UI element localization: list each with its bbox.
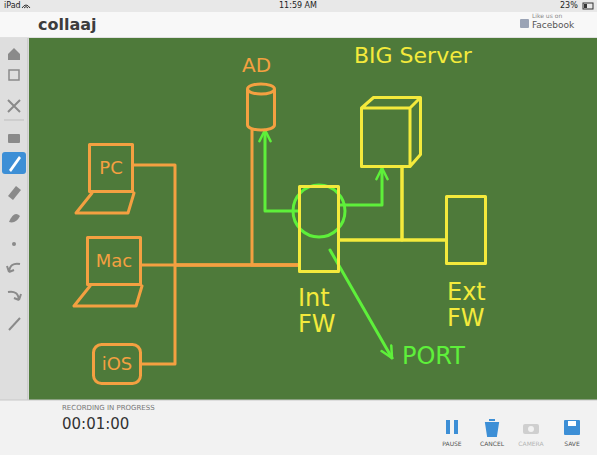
- app-header: [0, 12, 597, 38]
- connector: [402, 168, 445, 240]
- laptop-box: PC: [88, 143, 134, 193]
- connector: [134, 165, 298, 265]
- pause-icon: [446, 420, 450, 434]
- node-label: iOS: [102, 354, 133, 374]
- save-icon: [564, 420, 580, 435]
- outline: [248, 84, 275, 130]
- node-label: AD: [242, 54, 271, 76]
- save-icon-label: [568, 421, 576, 426]
- node-label: Ext FW: [447, 279, 486, 332]
- status-bar: [0, 0, 597, 12]
- grid-icon: [9, 70, 19, 80]
- clear-icon: [9, 318, 20, 330]
- tool-bar: [0, 38, 28, 400]
- status-time: 11:59 AM: [279, 2, 317, 11]
- node-label: PC: [99, 158, 122, 178]
- node-label: BIG Server: [354, 44, 472, 68]
- rect-outline: [445, 195, 487, 265]
- cancel-icon: [486, 420, 498, 436]
- firewall-box: Ext FW: [445, 195, 487, 265]
- server-cube: BIG Server: [360, 96, 422, 168]
- tool-icons: [2, 48, 26, 330]
- camera-icon: [523, 424, 539, 434]
- eraser-icon: [8, 186, 21, 200]
- tools-icon: [8, 100, 20, 112]
- node-label: Mac: [96, 251, 132, 271]
- tool-bar-border: [28, 38, 29, 400]
- pause-icon: [454, 420, 458, 434]
- firewall-box: Int FW: [298, 185, 340, 273]
- rect-outline: [298, 185, 340, 273]
- redo-icon: [8, 292, 21, 300]
- recording-timer: 00:01:00: [62, 416, 129, 433]
- pen-icon: [9, 156, 21, 172]
- separator: [4, 120, 24, 121]
- connector: [252, 130, 298, 265]
- record-buttons: [446, 420, 580, 436]
- port-label: PORT: [402, 343, 465, 369]
- laptop-box: Mac: [86, 236, 142, 286]
- brush-icon: [9, 214, 20, 222]
- database-cylinder: AD: [246, 84, 276, 130]
- undo-icon: [7, 264, 20, 272]
- status-battery: 23%: [560, 2, 578, 11]
- button-label: SAVE: [564, 441, 580, 448]
- camera-lens: [528, 426, 534, 432]
- pen-selected: [2, 152, 26, 174]
- camera-icon: [8, 134, 20, 143]
- connector: [340, 168, 402, 240]
- outline: [447, 197, 486, 264]
- battery-level: [584, 4, 587, 8]
- like-caption: Like us on: [532, 13, 562, 20]
- bottom-bar: [0, 400, 597, 455]
- cube-outline: [360, 96, 422, 168]
- facebook-icon: [520, 19, 529, 28]
- dot-icon: [12, 242, 16, 246]
- like-link: Facebook: [532, 21, 574, 31]
- outline: [300, 187, 339, 272]
- device-box: iOS: [92, 343, 142, 385]
- app-logo: collaaj: [38, 16, 97, 34]
- bottom-bar-border: [0, 400, 597, 401]
- connector: [142, 265, 298, 364]
- button-label: PAUSE: [442, 441, 461, 448]
- battery-icon: [583, 3, 593, 9]
- connector: [265, 130, 298, 211]
- button-label: CANCEL: [480, 441, 504, 448]
- outline: [76, 145, 134, 214]
- button-label: CAMERA: [518, 441, 543, 448]
- status-device: iPad: [4, 2, 21, 11]
- outline: [74, 238, 142, 307]
- whiteboard-canvas: [29, 38, 597, 400]
- home-icon: [8, 48, 20, 60]
- outline: [362, 98, 421, 167]
- connector: [340, 168, 382, 205]
- cyl-outline: [246, 84, 276, 130]
- wifi-icon: [22, 5, 30, 8]
- node-label: Int FW: [298, 285, 336, 338]
- outline: [94, 345, 141, 384]
- recording-status: RECORDING IN PROGRESS: [62, 405, 155, 413]
